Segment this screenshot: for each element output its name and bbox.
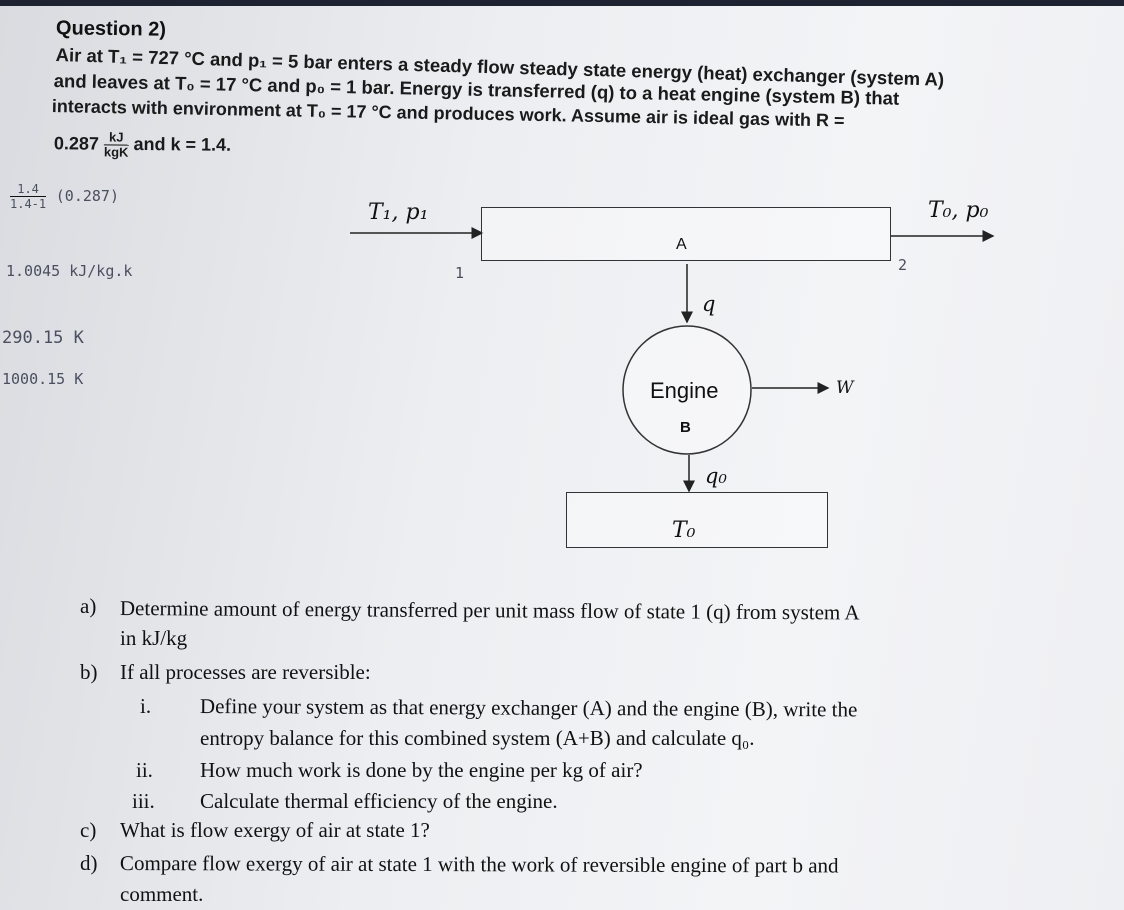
handwritten-t1: 1000.15 K [2, 370, 84, 388]
engine-circle [622, 325, 752, 455]
part-d-line-2: comment. [120, 882, 204, 906]
engine-sub-label: B [680, 419, 691, 436]
handwritten-mark-2: 2 [898, 256, 908, 274]
exchanger-label: A [676, 236, 687, 253]
part-a-line-2: in kJ/kg [120, 626, 188, 650]
engine-label: Engine [650, 378, 719, 403]
part-b-iii-label: iii. [132, 789, 155, 813]
rejected-heat-label: q₀ [705, 464, 727, 488]
part-b-text: If all processes are reversible: [120, 660, 371, 684]
handwritten-cp: 1.0045 kJ/kg.k [6, 262, 133, 280]
heat-exchanger-box [481, 207, 891, 261]
reservoir-box [566, 492, 828, 548]
question-sheet: Question 2) Air at T₁ = 727 °C and p₁ = … [0, 6, 1124, 910]
heat-label: q [702, 292, 716, 316]
part-c-text: What is flow exergy of air at state 1? [120, 818, 430, 842]
part-b-i-line-1: Define your system as that energy exchan… [199, 694, 858, 722]
reservoir-label: T₀ [672, 518, 696, 543]
top-bar [0, 0, 1124, 6]
handwritten-t0: 290.15 K [2, 328, 84, 348]
work-label: W [836, 378, 854, 398]
part-b-i-label: i. [140, 694, 152, 718]
part-b-ii-label: ii. [136, 758, 153, 782]
system-diagram [350, 227, 995, 493]
part-a-label: a) [80, 594, 97, 618]
part-b-iii-text: Calculate thermal efficiency of the engi… [200, 789, 558, 813]
part-c-label: c) [80, 818, 97, 842]
part-b-i-line-2: entropy balance for this combined system… [200, 726, 755, 750]
part-d-line-1: Compare flow exergy of air at state 1 wi… [119, 851, 839, 878]
inlet-label: T₁, p₁ [368, 200, 429, 225]
part-b-ii-text: How much work is done by the engine per … [200, 758, 643, 782]
handwritten-cp-fraction: 1.4 1.4-1 (0.287) [10, 182, 119, 211]
part-d-label: d) [80, 851, 98, 875]
part-b-label: b) [80, 660, 98, 684]
part-a-line-1: Determine amount of energy transferred p… [119, 596, 860, 625]
handwritten-mark-1: 1 [455, 264, 465, 282]
outlet-label: T₀, p₀ [928, 198, 989, 223]
